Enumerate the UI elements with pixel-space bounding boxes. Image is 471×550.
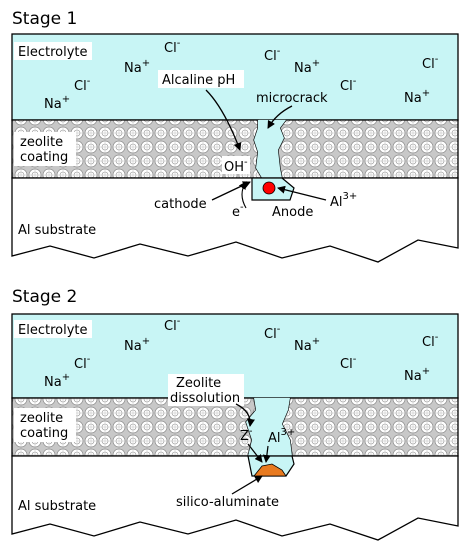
stage-1-ions: Na+ Cl- Cl- Na+ Cl- Cl- Na+ Cl- Na+: [44, 38, 439, 112]
stage-1-ion: Cl-: [74, 76, 91, 94]
stage-2-product-label: silico-aluminate: [176, 495, 279, 510]
stage-2-ion: Na+: [124, 336, 150, 354]
stage-1-cathode-label: cathode: [154, 197, 207, 212]
stage-2-zeolite-ion: Z-: [240, 426, 253, 444]
stage-1-ph-label-box: [158, 70, 244, 88]
stage-2-al-arrow: [262, 445, 271, 463]
stage-2-coating-label-line2: coating: [20, 426, 68, 441]
stage-2-zeolite-coating: [11, 397, 459, 457]
stage-1-electron: e-: [232, 202, 244, 220]
stage-1-anode-dot: [262, 181, 276, 195]
stage-2-ion: Cl-: [422, 332, 439, 350]
stage-2: Stage 2 Electrolyte zeolite coating Al s…: [11, 287, 459, 541]
stage-1-aluminium-ion: Al3+: [330, 191, 357, 210]
stage-1-ph-label: Alcaline pH: [162, 73, 235, 88]
stage-1-ion: Na+: [124, 58, 150, 76]
stage-2-electrolyte-label-box: [14, 320, 92, 338]
stage-1-hydroxide-box: [222, 156, 250, 174]
stage-2-ion: Cl-: [264, 324, 281, 342]
stage-1-al-substrate: [11, 177, 459, 263]
stage-2-title: Stage 2: [12, 287, 77, 307]
stage-1-ion: Cl-: [264, 46, 281, 64]
stage-1-ion: Cl-: [340, 76, 357, 94]
stage-2-silico-aluminate-deposit: [253, 463, 287, 477]
stage-2-electrolyte-label: Electrolyte: [18, 323, 87, 338]
stage-1-coating-label-line2: coating: [20, 150, 68, 165]
stage-2-ion: Na+: [44, 372, 70, 390]
stage-2-al-substrate: [11, 455, 459, 541]
stage-1-ion: Cl-: [164, 38, 181, 56]
stage-2-ion: Na+: [404, 366, 430, 384]
stage-1-ion: Na+: [294, 58, 320, 76]
stage-2-dissolution-line1: Zeolite: [176, 376, 221, 391]
stage-2-coating-label-box: [14, 408, 76, 442]
stage-2-ion: Cl-: [340, 354, 357, 372]
stage-1-crack-arrow: [267, 105, 293, 129]
stage-1-title: Stage 1: [12, 9, 77, 29]
stage-2-substrate-label: Al substrate: [18, 499, 96, 514]
stage-1: Stage 1 Electrolyte zeolite coating Al s…: [11, 9, 459, 263]
stage-1-ion: Na+: [44, 94, 70, 112]
stage-1-coating-label-line1: zeolite: [20, 135, 63, 150]
stage-1-ph-arrow: [205, 89, 242, 151]
stage-1-crack-label: microcrack: [256, 91, 328, 106]
stage-2-dissolution-line2: dissolution: [170, 391, 240, 406]
stage-2-coating-label-line1: zeolite: [20, 411, 63, 426]
stage-2-ion: Cl-: [164, 316, 181, 334]
stage-1-electron-arrow: [238, 181, 247, 209]
stage-1-substrate-label: Al substrate: [18, 223, 96, 238]
stage-2-ion: Na+: [294, 336, 320, 354]
stage-2-ions: Na+ Cl- Cl- Na+ Cl- Cl- Na+ Cl- Na+: [44, 316, 439, 390]
stage-2-zeolite-arrow: [247, 443, 263, 463]
stage-1-electrolyte-label: Electrolyte: [18, 45, 87, 60]
stage-2-aluminium-ion: Al3+: [268, 427, 295, 446]
stage-1-ion: Na+: [404, 88, 430, 106]
stage-1-anode-label: Anode: [272, 205, 313, 220]
stage-2-dissolution-arrow: [235, 403, 255, 427]
stage-2-dissolution-box: [168, 374, 244, 406]
stage-2-ion: Cl-: [74, 354, 91, 372]
stage-1-electrolyte-label-box: [14, 42, 92, 60]
stage-2-product-arrow: [231, 475, 263, 495]
stage-1-ion: Cl-: [422, 54, 439, 72]
stage-1-coating-label-box: [14, 132, 76, 166]
stage-1-al-arrow: [277, 185, 327, 201]
stage-1-hydroxide: OH-: [224, 157, 248, 175]
